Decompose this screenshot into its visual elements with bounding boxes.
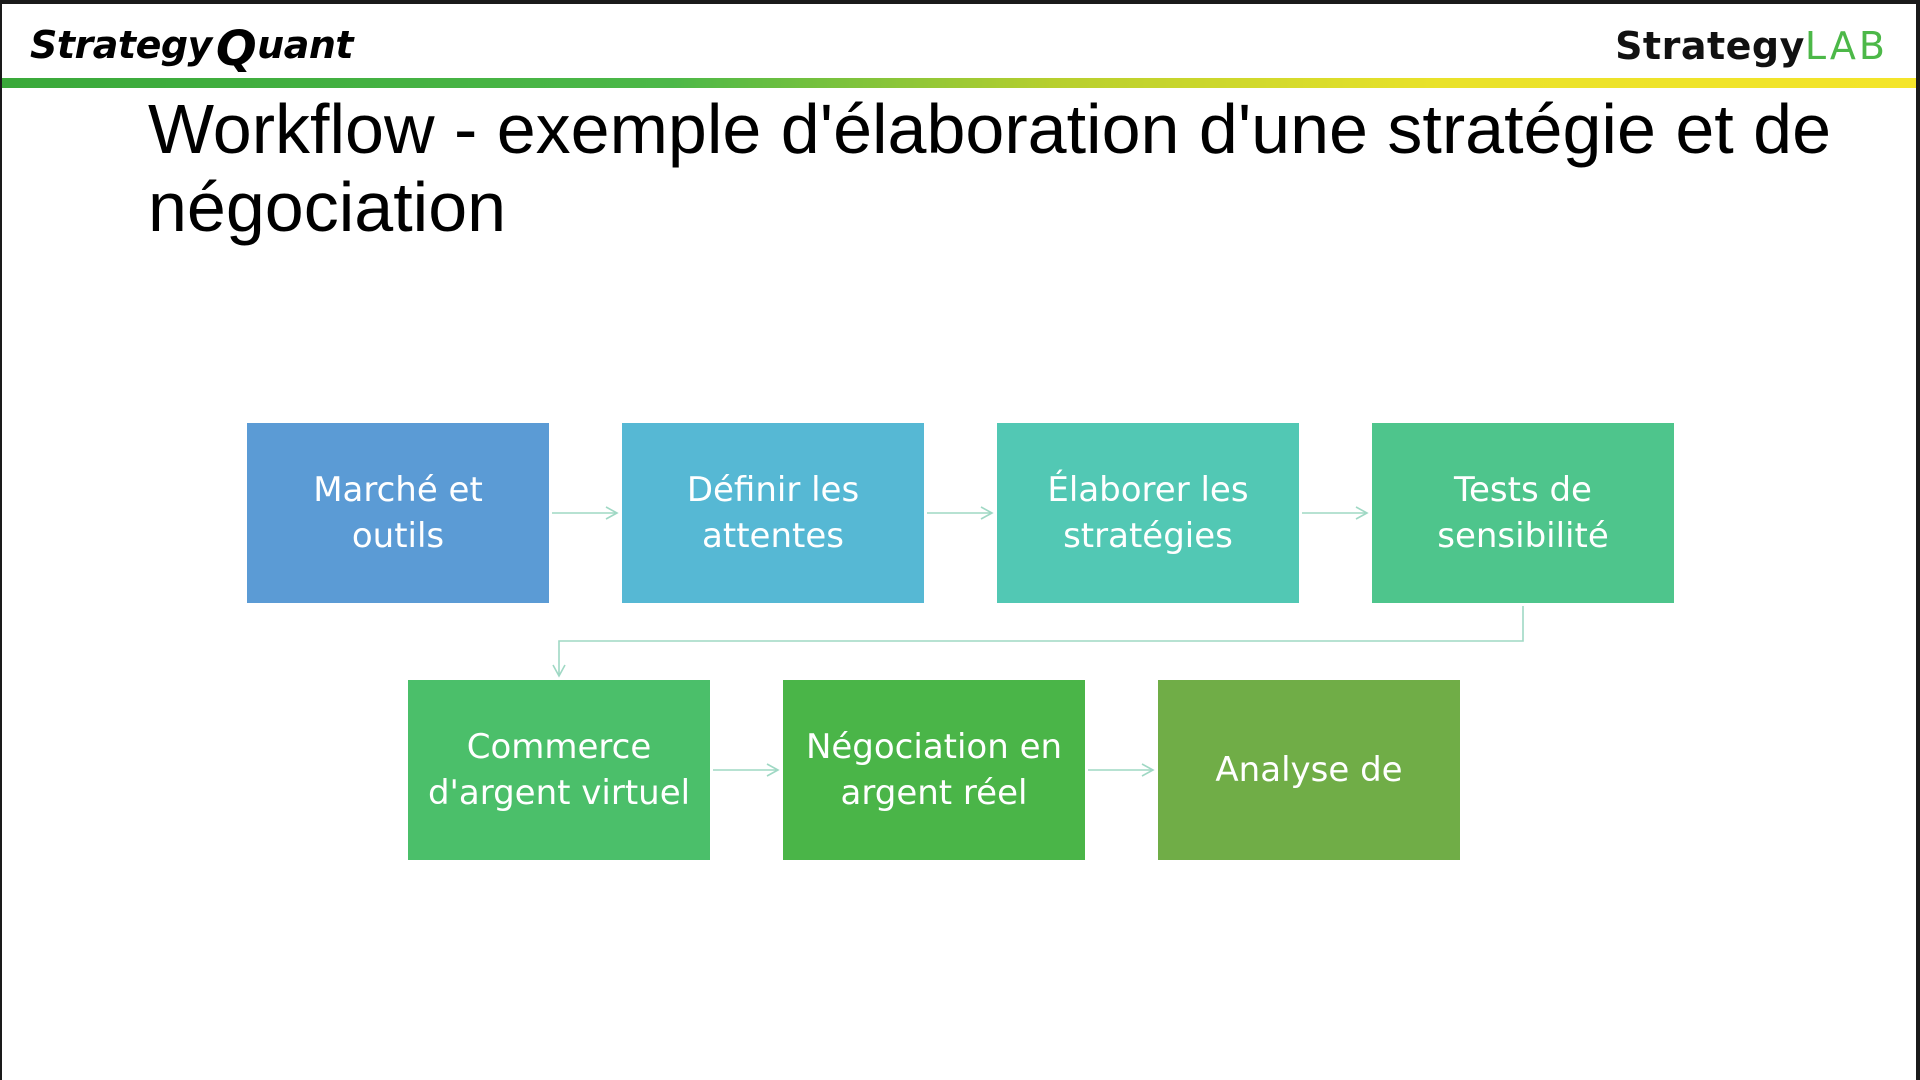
workflow-step-define-expectations: Définir les attentes (622, 423, 924, 603)
workflow-step-analysis: Analyse de (1158, 680, 1460, 860)
slide-title: Workflow - exemple d'élaboration d'une s… (148, 90, 1832, 246)
logo-text-uant: uant (257, 23, 354, 67)
workflow-step-sensitivity-tests: Tests de sensibilité (1372, 423, 1674, 603)
logo-text-strategy-lab: Strategy (1615, 24, 1805, 68)
workflow-step-paper-trading: Commerce d'argent virtuel (408, 680, 710, 860)
logo-q-mark: Q (215, 21, 257, 77)
connector-arrow-3-4 (552, 606, 1524, 678)
workflow-step-live-trading: Négociation en argent réel (783, 680, 1085, 860)
workflow-connectors (552, 506, 1524, 777)
workflow-step-build-strategies: Élaborer les stratégies (997, 423, 1299, 603)
workflow-step-market-tools: Marché et outils (247, 423, 549, 603)
header-gradient-band (2, 78, 1916, 88)
workflow-diagram: Marché et outils Définir les attentes Él… (2, 4, 1916, 1080)
logo-text-strategy: Strategy (30, 23, 212, 67)
logo-text-lab: LAB (1804, 24, 1888, 68)
